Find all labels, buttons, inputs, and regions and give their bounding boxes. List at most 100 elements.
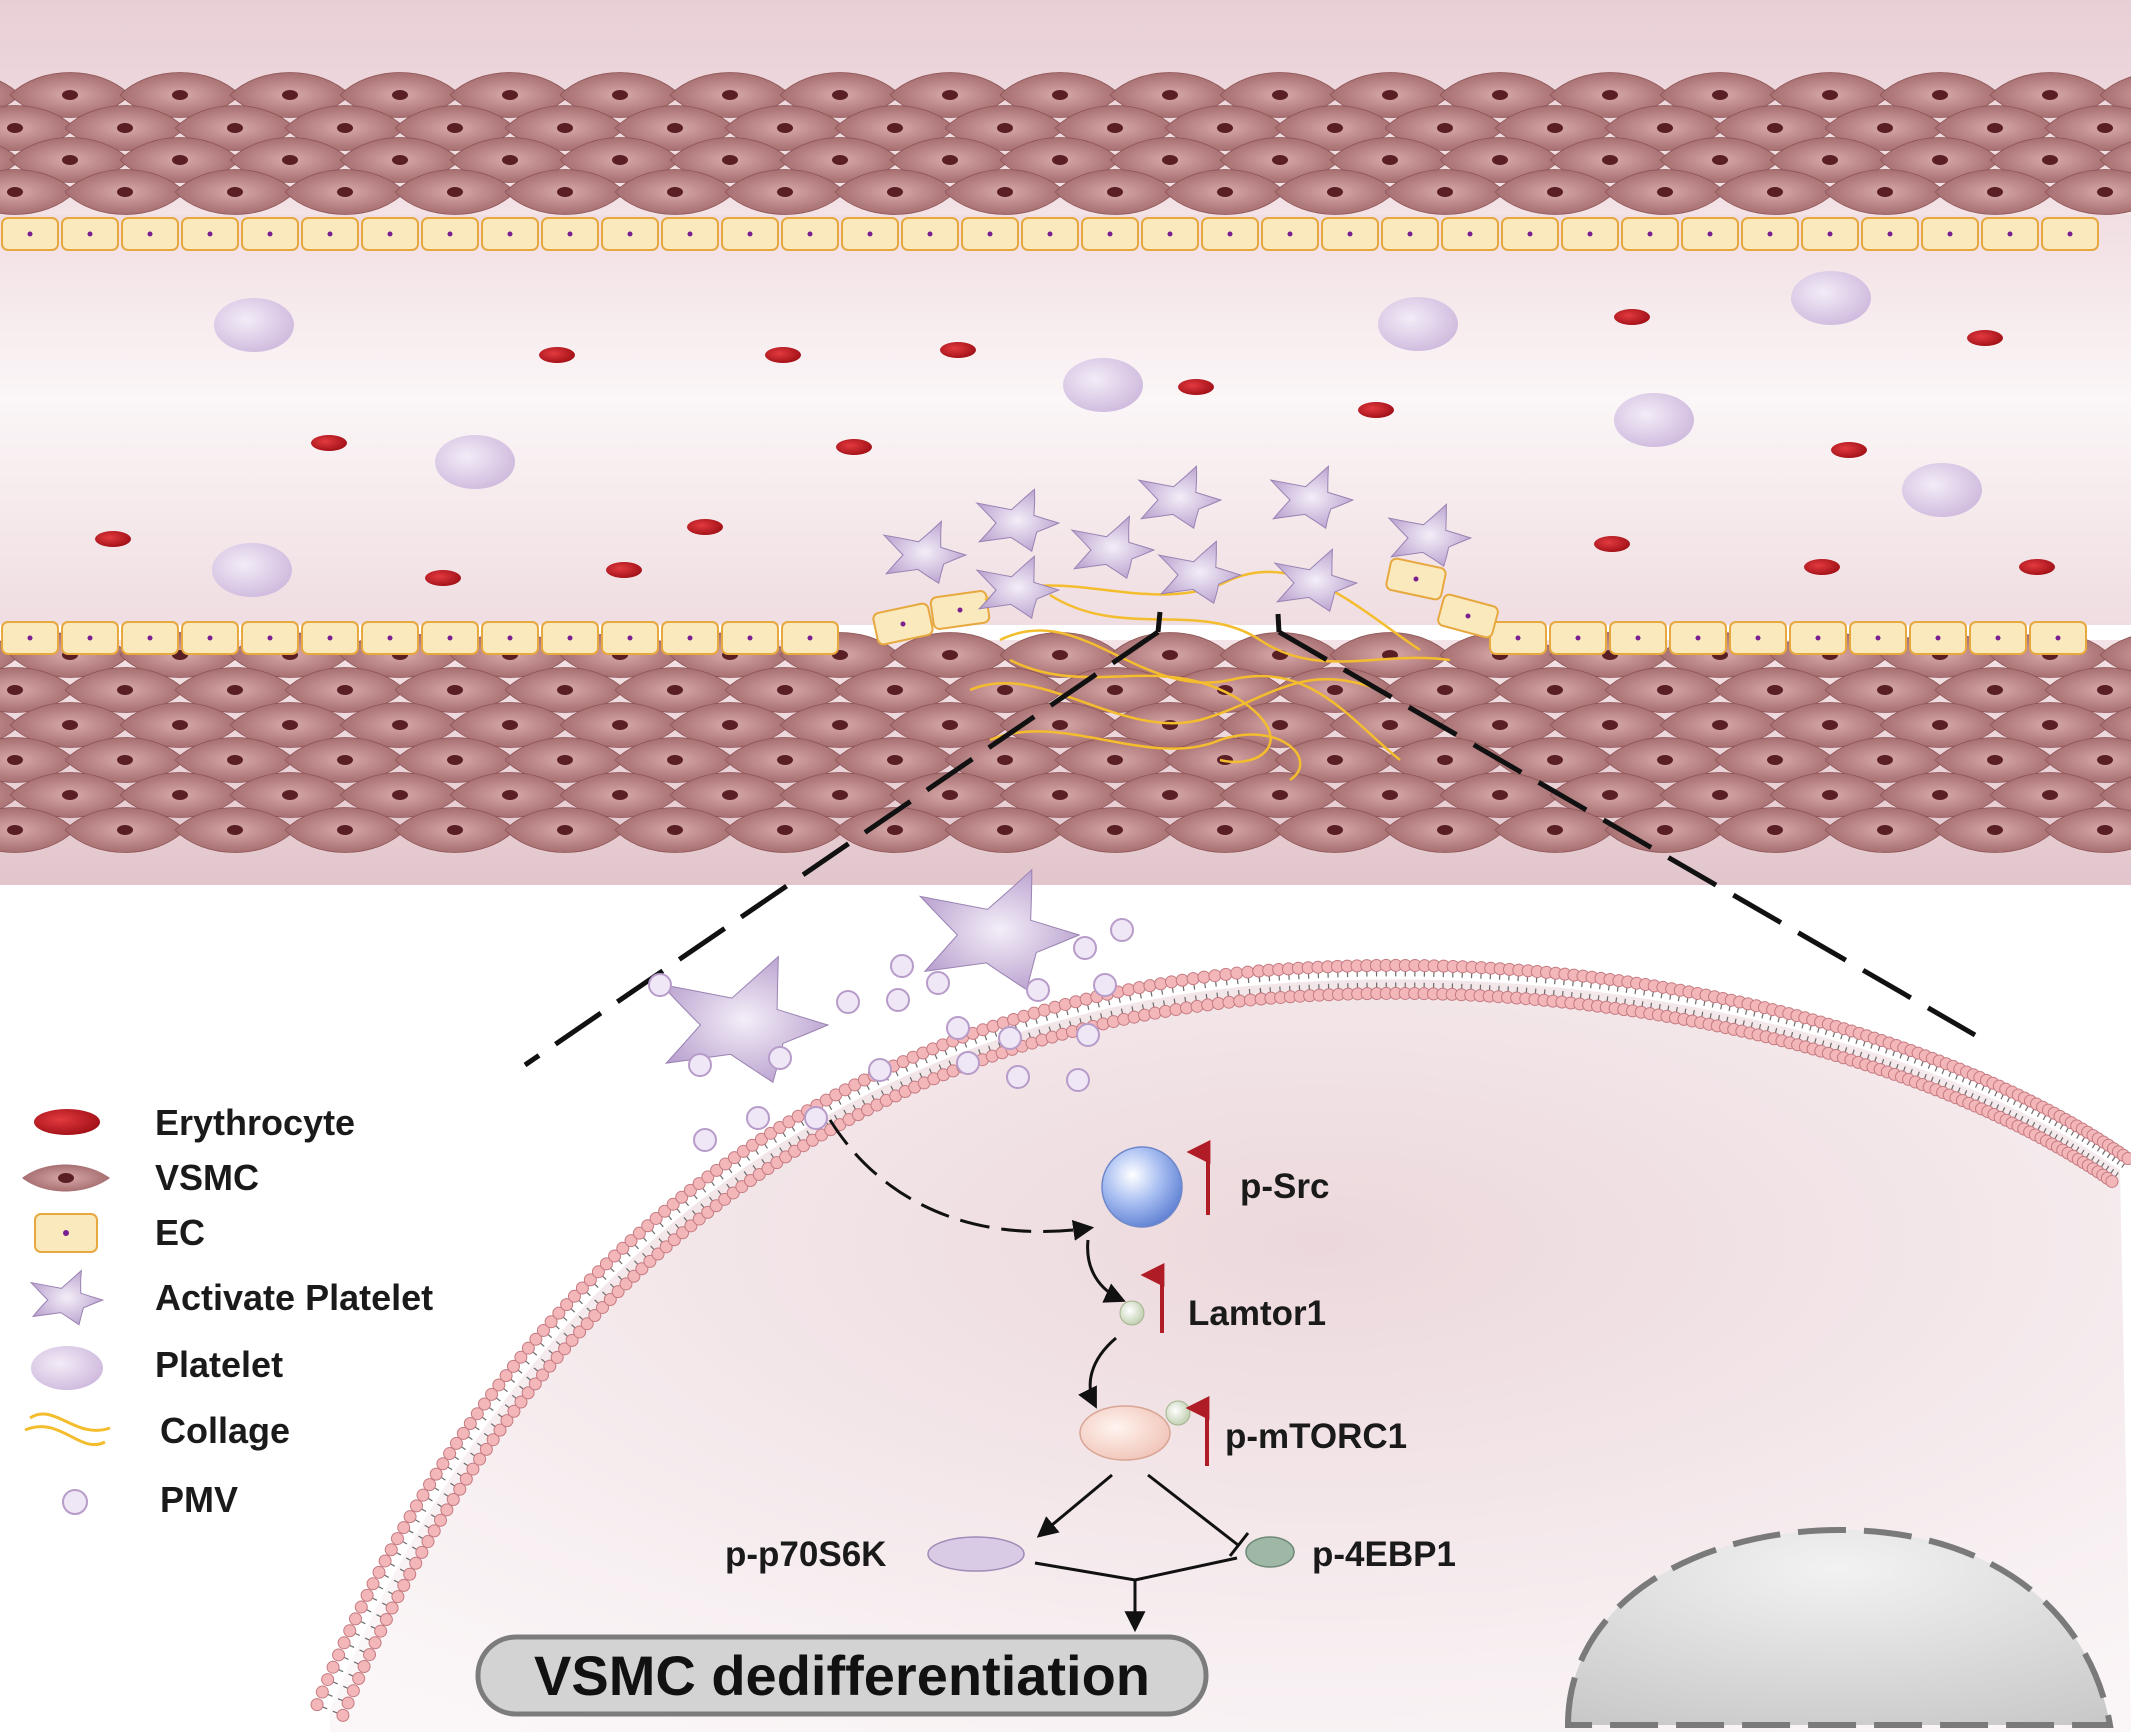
vsmc-nucleus (887, 685, 903, 695)
lipid-head (437, 1458, 449, 1470)
platelet (1378, 297, 1458, 351)
vsmc-nucleus (1767, 825, 1783, 835)
erythrocyte (1358, 402, 1394, 418)
vsmc-nucleus (942, 650, 958, 660)
ec-nucleus (148, 232, 153, 237)
vsmc-nucleus (2042, 790, 2058, 800)
ec-nucleus (1696, 636, 1701, 641)
vsmc-nucleus (392, 790, 408, 800)
lipid-head (398, 1522, 410, 1534)
lipid-head (1149, 1007, 1161, 1019)
lipid-head (379, 1555, 391, 1567)
activated-platelet (31, 1271, 103, 1325)
lipid-head (373, 1566, 385, 1578)
vsmc-nucleus (282, 90, 298, 100)
lipid-head (342, 1697, 354, 1709)
pmv (769, 1047, 791, 1069)
erythrocyte (1967, 330, 2003, 346)
vsmc-nucleus (1107, 755, 1123, 765)
vsmc-nucleus (942, 90, 958, 100)
ec-nucleus (1288, 232, 1293, 237)
vsmc-nucleus (62, 790, 78, 800)
vsmc-nucleus (1327, 123, 1343, 133)
vsmc-nucleus (1382, 90, 1398, 100)
vsmc-nucleus (2097, 755, 2113, 765)
vsmc-nucleus (1162, 790, 1178, 800)
activated-platelet (661, 957, 827, 1083)
ec-nucleus (628, 232, 633, 237)
legend: Erythrocyte VSMC EC Activate Platelet Pl… (22, 1102, 433, 1520)
vsmc-nucleus (2042, 155, 2058, 165)
mtorc1-label: p-mTORC1 (1225, 1417, 1407, 1456)
ec-nucleus (268, 636, 273, 641)
vsmc-nucleus (392, 90, 408, 100)
vsmc-nucleus (1437, 685, 1453, 695)
vsmc-nucleus (1987, 825, 2003, 835)
vsmc-nucleus (1987, 755, 2003, 765)
vsmc-nucleus (1162, 90, 1178, 100)
vsmc-nucleus (337, 825, 353, 835)
vsmc-nucleus (1657, 755, 1673, 765)
ebp1-node (1246, 1537, 1294, 1567)
platelet (1902, 463, 1982, 517)
lipid-head (1231, 967, 1243, 979)
vsmc-nucleus (1162, 650, 1178, 660)
vsmc-nucleus (1932, 790, 1948, 800)
lipid-head (1244, 994, 1256, 1006)
lipid-head (1242, 966, 1254, 978)
lipid-head (428, 1525, 440, 1537)
vsmc-nucleus (447, 825, 463, 835)
vsmc-nucleus (1767, 755, 1783, 765)
lipid-head (386, 1602, 398, 1614)
ec-nucleus (688, 232, 693, 237)
vsmc-nucleus (612, 90, 628, 100)
vsmc-nucleus (1932, 90, 1948, 100)
vsmc-nucleus (667, 123, 683, 133)
vsmc-nucleus (1052, 155, 1068, 165)
vsmc-nucleus (227, 187, 243, 197)
legend-erythrocyte-swatch (34, 1109, 100, 1135)
lipid-head (1181, 1002, 1193, 1014)
ec-nucleus (1648, 232, 1653, 237)
vsmc-nucleus (612, 155, 628, 165)
vsmc-nucleus (447, 187, 463, 197)
vsmc-nucleus (557, 123, 573, 133)
src-node (1102, 1147, 1182, 1227)
ec-nucleus (748, 636, 753, 641)
vsmc-nucleus (227, 685, 243, 695)
legend-activated-platelet-swatch (31, 1271, 103, 1325)
vsmc-nucleus (1657, 685, 1673, 695)
vsmc-nucleus (1327, 685, 1343, 695)
vsmc-nucleus (667, 685, 683, 695)
pmv (927, 972, 949, 994)
vsmc-nucleus (2042, 90, 2058, 100)
pmv (947, 1017, 969, 1039)
vsmc-nucleus (722, 155, 738, 165)
lipid-head (1170, 1004, 1182, 1016)
vsmc-nucleus (1547, 187, 1563, 197)
lipid-head (1080, 993, 1092, 1005)
vsmc-nucleus (1602, 90, 1618, 100)
erythrocyte (1614, 309, 1650, 325)
vsmc-nucleus (1987, 123, 2003, 133)
vsmc-nucleus (777, 825, 793, 835)
ec-nucleus (328, 636, 333, 641)
pmv (1094, 974, 1116, 996)
vsmc-nucleus (1547, 825, 1563, 835)
vsmc-nucleus (502, 90, 518, 100)
legend-vsmc-nucleus (58, 1173, 74, 1183)
lipid-head (1144, 980, 1156, 992)
vsmc-nucleus (997, 685, 1013, 695)
vsmc-nucleus (1272, 90, 1288, 100)
lipid-head (322, 1674, 334, 1686)
endothelium-top (2, 218, 2098, 250)
vsmc-nucleus (832, 790, 848, 800)
lipid-head (353, 1673, 365, 1685)
ec-nucleus (208, 232, 213, 237)
vsmc-nucleus (447, 123, 463, 133)
ec-nucleus (1996, 636, 2001, 641)
lipid-head (367, 1578, 379, 1590)
vsmc-nucleus (832, 720, 848, 730)
lipid-head (355, 1601, 367, 1613)
vsmc-nucleus (1217, 123, 1233, 133)
